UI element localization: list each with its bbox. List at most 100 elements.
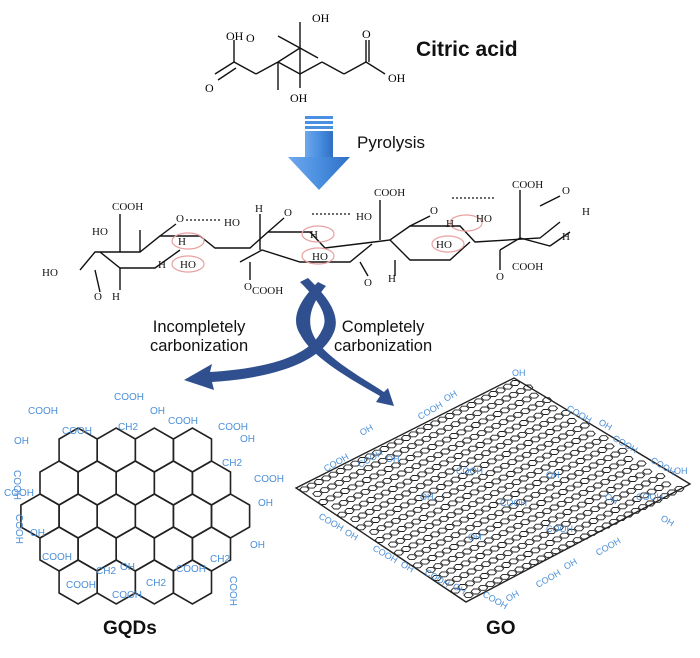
go-hexagon: [352, 492, 364, 499]
complete-line-2: carbonization: [334, 336, 433, 355]
complete-line-1: Completely: [341, 318, 425, 336]
go-hexagon: [437, 527, 448, 534]
go-hexagon: [492, 466, 503, 473]
go-hexagon: [489, 545, 500, 552]
go-hexagon: [341, 476, 352, 483]
go-hexagon: [399, 502, 410, 509]
gqd-group-cooh: COOH: [227, 576, 238, 606]
go-group-oh: OH: [386, 454, 400, 464]
gqd-hexagon: [58, 493, 98, 539]
go-hexagon: [357, 512, 368, 519]
go-hexagon: [509, 546, 521, 553]
go-hexagon: [579, 422, 591, 429]
go-hexagon: [620, 479, 631, 486]
go-hexagon: [582, 454, 593, 461]
go-hexagon: [464, 413, 476, 420]
go-hexagon: [463, 536, 474, 543]
go-hexagon: [418, 459, 429, 466]
gqd-hexagon: [77, 460, 117, 506]
go-hexagon: [646, 488, 657, 495]
go-hexagon: [458, 516, 470, 523]
go-group-cooh: COOH: [500, 498, 527, 508]
go-hexagon: [403, 522, 415, 529]
go-hexagon: [333, 479, 345, 486]
go-hexagon: [384, 454, 396, 461]
go-hexagon: [402, 534, 413, 541]
go-hexagon: [325, 495, 336, 502]
go-hexagon: [376, 469, 387, 476]
go-hexagon: [540, 409, 551, 415]
go-hexagon: [477, 584, 489, 591]
gqd-group-ch2: CH2: [210, 554, 230, 565]
go-hexagon: [317, 499, 329, 505]
go-hexagon: [560, 465, 572, 472]
go-hexagon: [492, 411, 503, 417]
go-hexagon: [655, 473, 666, 480]
go-hexagon: [581, 521, 592, 528]
int-o-3: O: [430, 205, 438, 217]
go-hexagon: [482, 493, 493, 500]
go-hexagon: [499, 462, 511, 469]
gqd-hexagon: [39, 526, 79, 572]
go-hexagon: [559, 532, 570, 539]
go-hexagon: [591, 494, 602, 501]
go-hexagon: [464, 524, 476, 531]
go-hexagon: [543, 440, 554, 447]
go-hexagon: [579, 533, 591, 540]
go-hexagon: [496, 542, 508, 548]
go-hexagon: [395, 482, 406, 489]
go-hexagon: [602, 455, 614, 462]
go-hexagon: [400, 490, 412, 497]
h-bond-arrows: [186, 197, 496, 221]
go-hexagon: [551, 480, 563, 487]
gqd-hexagon-sheet: [20, 427, 251, 605]
go-group-cooh: COOH: [546, 524, 573, 534]
go-hexagon: [460, 449, 471, 456]
go-hexagon: [476, 430, 487, 437]
go-hexagon: [544, 429, 556, 435]
go-hexagon: [538, 476, 550, 483]
go-hexagon: [480, 450, 492, 457]
go-hexagon: [501, 395, 512, 402]
go-hexagon: [419, 503, 431, 510]
go-group-cooh: COOH: [456, 466, 483, 476]
go-hexagon: [485, 581, 496, 588]
gqd-hexagon: [96, 427, 137, 473]
go-hexagon: [531, 480, 543, 486]
int-h-8: H: [582, 206, 590, 218]
go-hexagon: [397, 458, 409, 465]
go-hexagon: [472, 521, 483, 528]
go-hexagon: [492, 522, 503, 528]
go-hexagon: [504, 427, 515, 434]
int-h-6: H: [446, 218, 454, 230]
go-hexagon: [499, 407, 511, 414]
go-hexagon: [483, 537, 495, 544]
go-hexagon: [328, 471, 339, 478]
go-hexagon: [493, 454, 505, 461]
go-hexagon: [409, 530, 421, 537]
go-hexagon: [525, 527, 537, 534]
go-hexagon: [331, 503, 342, 510]
go-hexagon: [572, 481, 583, 488]
gqd-hexagon: [172, 559, 213, 605]
go-group-cooh: COOH: [636, 492, 663, 502]
go-hexagon: [415, 538, 426, 545]
go-hexagon: [550, 492, 562, 499]
go-hexagon: [408, 486, 419, 493]
go-hexagon: [426, 444, 438, 450]
go-hexagon: [508, 447, 519, 454]
gqd-hexagon: [134, 427, 175, 473]
go-hexagon: [460, 560, 471, 567]
go-hexagon: [466, 513, 477, 519]
go-hexagon: [454, 552, 466, 559]
go-hexagon: [438, 460, 450, 467]
go-hexagon: [425, 455, 437, 462]
go-hexagon: [467, 501, 479, 508]
go-hexagon: [405, 510, 416, 517]
go-hexagon: [376, 525, 387, 532]
go-hexagon: [349, 460, 361, 467]
go-hexagon: [320, 475, 332, 482]
go-hexagon: [461, 548, 473, 555]
go-hexagon: [547, 516, 559, 523]
go-hexagon: [403, 466, 415, 473]
